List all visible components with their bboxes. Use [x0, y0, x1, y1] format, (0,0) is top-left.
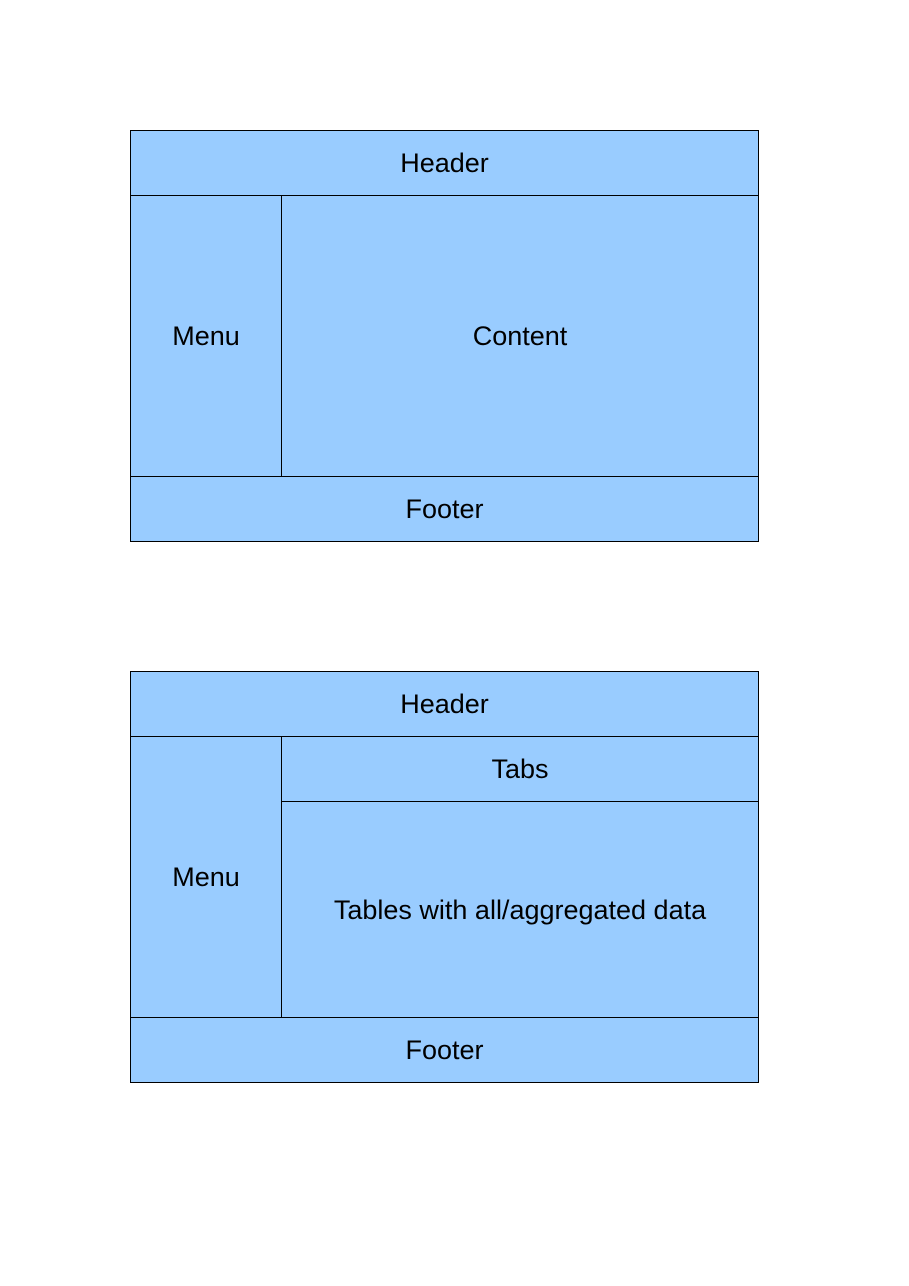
- footer-label: Footer: [405, 1034, 484, 1065]
- header-label: Header: [400, 688, 489, 719]
- tabs-region: Tabs: [282, 737, 758, 802]
- tables-label: Tables with all/aggregated data: [333, 894, 707, 925]
- content-region: Content: [282, 196, 758, 477]
- content-label: Content: [472, 321, 568, 351]
- menu-region: Menu: [131, 196, 282, 477]
- header-label: Header: [400, 147, 489, 178]
- header-region: Header: [131, 672, 758, 737]
- tables-region: Tables with all/aggregated data: [282, 802, 758, 1018]
- menu-label: Menu: [172, 862, 240, 892]
- menu-region: Menu: [131, 737, 282, 1018]
- menu-label: Menu: [172, 321, 240, 351]
- footer-region: Footer: [131, 476, 758, 541]
- header-region: Header: [131, 131, 758, 196]
- layout-wireframe-tabs: Header Menu Tabs Tables with all/aggrega…: [130, 671, 759, 1083]
- footer-label: Footer: [405, 493, 484, 524]
- layout-wireframe-basic: Header Menu Content Footer: [130, 130, 759, 542]
- tabs-label: Tabs: [491, 753, 549, 784]
- footer-region: Footer: [131, 1017, 758, 1082]
